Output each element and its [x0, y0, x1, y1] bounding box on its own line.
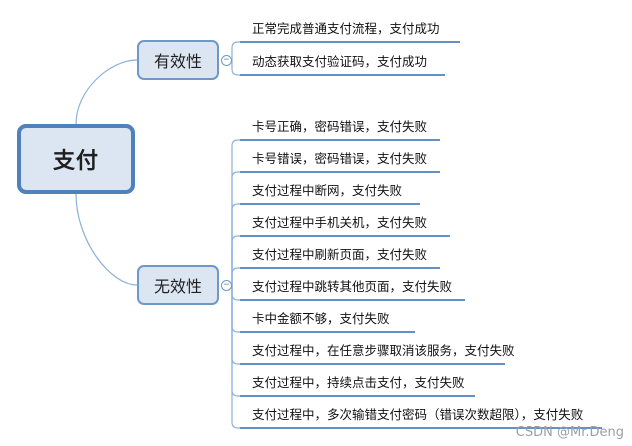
leaf-invalid-10[interactable]: 支付过程中，多次输错支付密码（错误次数超限），支付失败 [252, 407, 584, 422]
leaf-invalid-9[interactable]: 支付过程中，持续点击支付，支付失败 [252, 375, 465, 390]
leaf-invalid-connector-2 [231, 171, 240, 285]
leaf-valid-1[interactable]: 正常完成普通支付流程，支付成功 [252, 21, 440, 36]
leaf-invalid-connector-9 [231, 285, 240, 397]
leaf-invalid-8[interactable]: 支付过程中，在任意步骤取消该服务，支付失败 [252, 343, 515, 358]
branch-label-valid: 有效性 [153, 52, 202, 71]
leaf-valid-connector-2 [231, 60, 240, 76]
branch-node-valid[interactable]: 有效性 [137, 40, 219, 80]
leaf-invalid-connector-10 [231, 285, 240, 429]
leaf-invalid-connector-8 [231, 285, 240, 365]
leaf-invalid-connector-4 [231, 235, 240, 285]
leaf-valid-connector-1 [231, 41, 240, 60]
leaf-invalid-3[interactable]: 支付过程中断网，支付失败 [252, 183, 403, 198]
collapse-valid-minus-circle-icon[interactable]: − [221, 55, 232, 66]
root-label: 支付 [52, 149, 99, 174]
leaf-invalid-7[interactable]: 卡中金额不够，支付失败 [252, 311, 390, 326]
collapse-invalid-minus-circle-icon[interactable]: − [221, 280, 232, 291]
branch-node-invalid[interactable]: 无效性 [137, 265, 219, 305]
watermark: CSDN @Mr.Deng [515, 425, 624, 440]
branch-label-invalid: 无效性 [153, 277, 202, 296]
leaf-invalid-2[interactable]: 卡号错误，密码错误，支付失败 [252, 151, 428, 166]
leaf-invalid-connector-1 [231, 139, 240, 285]
connector-root-valid [75, 59, 138, 125]
leaf-invalid-connector-5 [231, 267, 240, 285]
connector-root-invalid [75, 193, 138, 286]
leaf-invalid-5[interactable]: 支付过程中刷新页面，支付失败 [252, 247, 428, 262]
root-node[interactable]: 支付 [17, 124, 135, 194]
leaf-valid-2[interactable]: 动态获取支付验证码，支付成功 [252, 54, 428, 69]
leaf-invalid-1[interactable]: 卡号正确，密码错误，支付失败 [252, 119, 428, 134]
leaf-invalid-connector-3 [231, 203, 240, 285]
leaf-invalid-connector-6 [231, 285, 240, 301]
leaf-invalid-connector-7 [231, 285, 240, 333]
leaf-invalid-6[interactable]: 支付过程中跳转其他页面，支付失败 [252, 279, 453, 294]
leaf-invalid-4[interactable]: 支付过程中手机关机，支付失败 [252, 215, 428, 230]
